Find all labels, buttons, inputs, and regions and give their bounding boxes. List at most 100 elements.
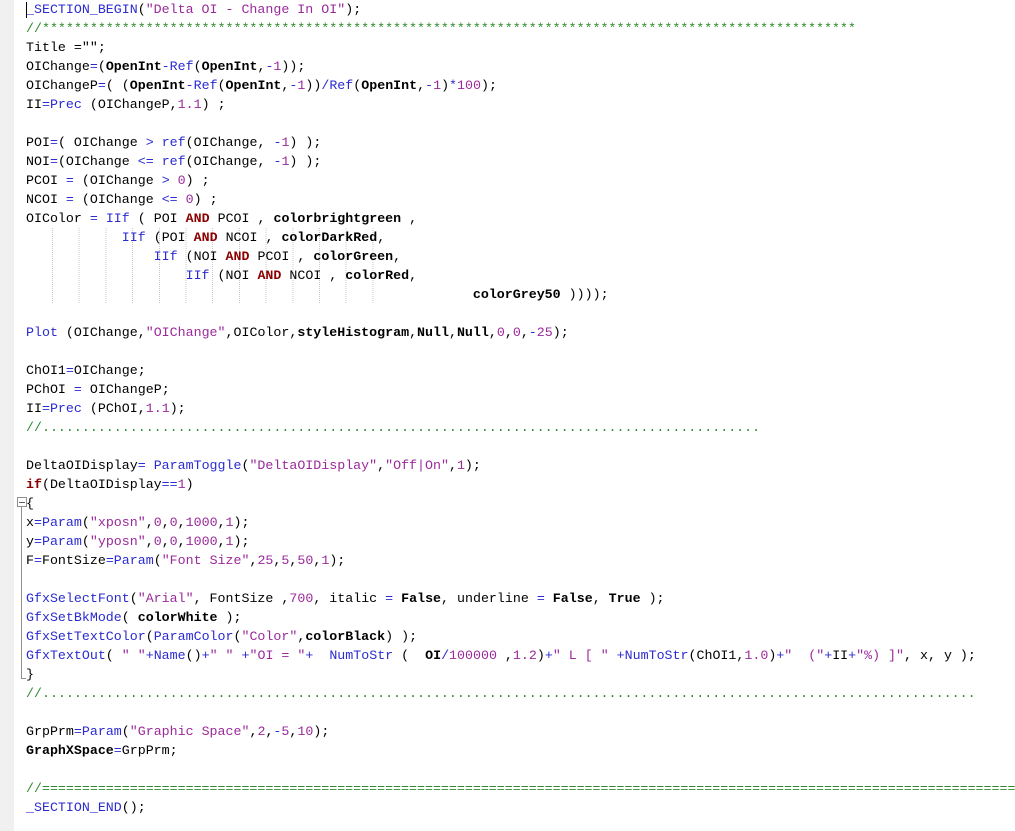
- code-line[interactable]: OIColor = IIf ( POI AND PCOI , colorbrig…: [26, 209, 1015, 228]
- identifier: OIChange: [89, 173, 154, 188]
- operator: =: [89, 211, 98, 226]
- identifier: II: [26, 401, 42, 416]
- identifier: DeltaOIDisplay: [26, 458, 138, 473]
- code-token: [178, 249, 186, 264]
- code-line[interactable]: GraphXSpace=GrpPrm;: [26, 741, 1015, 760]
- function-name: IIf: [153, 249, 178, 264]
- builtin-identifier: Null: [456, 325, 489, 340]
- code-token: ,: [393, 249, 402, 264]
- code-token: ,: [289, 325, 298, 340]
- code-line[interactable]: x=Param("xposn",0,0,1000,1);: [26, 513, 1015, 532]
- code-line[interactable]: y=Param("yposn",0,0,1000,1);: [26, 532, 1015, 551]
- code-token: ,: [504, 325, 513, 340]
- code-line[interactable]: IIf (NOI AND NCOI , colorRed,: [26, 266, 1015, 285]
- code-token: ;: [337, 553, 346, 568]
- code-token: (: [129, 591, 138, 606]
- code-line[interactable]: OIChange=(OpenInt-Ref(OpenInt,-1));: [26, 57, 1015, 76]
- builtin-identifier: OpenInt: [361, 78, 418, 93]
- function-name: ref: [161, 135, 186, 150]
- code-token: ): [305, 135, 314, 150]
- code-token: (: [153, 553, 162, 568]
- code-token: [393, 591, 401, 606]
- code-line[interactable]: IIf (POI AND NCOI , colorDarkRed,: [26, 228, 1015, 247]
- keyword: AND: [257, 268, 282, 283]
- code-token: ,: [249, 553, 258, 568]
- code-token: (: [137, 211, 146, 226]
- code-line[interactable]: [26, 114, 1015, 133]
- operator: =: [65, 363, 74, 378]
- code-line[interactable]: [26, 437, 1015, 456]
- code-token: ,: [145, 534, 154, 549]
- number-literal: 1.1: [145, 401, 170, 416]
- editor-gutter: [0, 0, 14, 831]
- code-line[interactable]: [26, 342, 1015, 361]
- code-line[interactable]: //**************************************…: [26, 19, 1015, 38]
- operator: =: [385, 591, 394, 606]
- number-literal: 1: [281, 154, 290, 169]
- code-line[interactable]: GfxTextOut( " "+Name()+" " +"OI = "+ Num…: [26, 646, 1015, 665]
- code-line[interactable]: Title ="";: [26, 40, 106, 55]
- keyword: AND: [225, 249, 250, 264]
- code-line[interactable]: _SECTION_BEGIN("Delta OI - Change In OI"…: [26, 0, 1015, 19]
- code-line[interactable]: [26, 570, 1015, 589]
- identifier: POI: [153, 211, 178, 226]
- identifier: PCOI: [257, 249, 290, 264]
- code-line[interactable]: PChOI = OIChangeP;: [26, 380, 1015, 399]
- operator: +: [848, 648, 857, 663]
- code-line[interactable]: NOI=(OIChange <= ref(OIChange, -1) );: [26, 152, 1015, 171]
- code-token: ;: [297, 59, 306, 74]
- code-line[interactable]: [26, 304, 1015, 323]
- function-name: Name: [153, 648, 186, 663]
- fold-collapse-icon[interactable]: [17, 497, 27, 507]
- identifier: x: [920, 648, 928, 663]
- code-line[interactable]: II=Prec (PChOI,1.1);: [26, 399, 1015, 418]
- code-line[interactable]: GfxSetTextColor(ParamColor("Color",color…: [26, 627, 1015, 646]
- code-line[interactable]: OIChangeP=( (OpenInt-Ref(OpenInt,-1))/Re…: [26, 76, 1015, 95]
- code-line[interactable]: //======================================…: [26, 779, 1015, 798]
- code-line[interactable]: if(DeltaOIDisplay==1): [26, 475, 1015, 494]
- code-line[interactable]: GfxSetBkMode( colorWhite );: [26, 608, 1015, 627]
- builtin-identifier: colorGreen: [313, 249, 394, 264]
- code-line[interactable]: [26, 760, 1015, 779]
- code-token: ): [345, 2, 354, 17]
- code-line[interactable]: colorGrey50 ))));: [26, 285, 1015, 304]
- code-token: [138, 135, 146, 150]
- code-line[interactable]: GrpPrm=Param("Graphic Space",2,-5,10);: [26, 722, 1015, 741]
- code-line[interactable]: DeltaOIDisplay= ParamToggle("DeltaOIDisp…: [26, 456, 1015, 475]
- code-line[interactable]: ChOI1=OIChange;: [26, 361, 1015, 380]
- number-literal: 1.0: [744, 648, 769, 663]
- code-line[interactable]: NCOI = (OIChange <= 0) ;: [26, 190, 1015, 209]
- code-line[interactable]: }: [26, 665, 1015, 684]
- code-token: ;: [488, 78, 497, 93]
- code-line[interactable]: //......................................…: [26, 418, 1015, 437]
- code-line[interactable]: F=FontSize=Param("Font Size",25,5,50,1);: [26, 551, 1015, 570]
- comment: //======================================…: [26, 781, 1015, 796]
- code-line[interactable]: IIf (NOI AND PCOI , colorGreen,: [26, 247, 1015, 266]
- builtin-identifier: Null: [417, 325, 449, 340]
- code-line[interactable]: _SECTION_END();: [26, 798, 1015, 817]
- code-line[interactable]: PCOI = (OIChange > 0) ;: [26, 171, 1015, 190]
- number-literal: 100000: [449, 648, 497, 663]
- code-line[interactable]: //......................................…: [26, 684, 1015, 703]
- number-literal: 1: [433, 78, 442, 93]
- code-token: [545, 591, 553, 606]
- code-token: (: [105, 78, 114, 93]
- code-line[interactable]: Plot (OIChange,"OIChange",OIColor,styleH…: [26, 323, 1015, 342]
- code-token: (: [89, 97, 98, 112]
- code-token: [178, 211, 186, 226]
- code-token: ,: [289, 553, 298, 568]
- builtin-identifier: OpenInt: [201, 59, 258, 74]
- code-line[interactable]: GfxSelectFont("Arial", FontSize ,700, it…: [26, 589, 1015, 608]
- code-line[interactable]: [26, 703, 1015, 722]
- code-token: [641, 591, 649, 606]
- code-line[interactable]: II=Prec (OIChangeP,1.1) ;: [26, 95, 1015, 114]
- code-token: [250, 211, 258, 226]
- code-line[interactable]: {: [26, 494, 1015, 513]
- comment: //......................................…: [26, 420, 761, 435]
- operator: =: [41, 97, 50, 112]
- code-token: ,: [257, 59, 266, 74]
- code-area[interactable]: _SECTION_BEGIN("Delta OI - Change In OI"…: [26, 0, 1015, 817]
- code-token: (: [105, 648, 114, 663]
- code-line[interactable]: POI=( OIChange > ref(OIChange, -1) );: [26, 133, 1015, 152]
